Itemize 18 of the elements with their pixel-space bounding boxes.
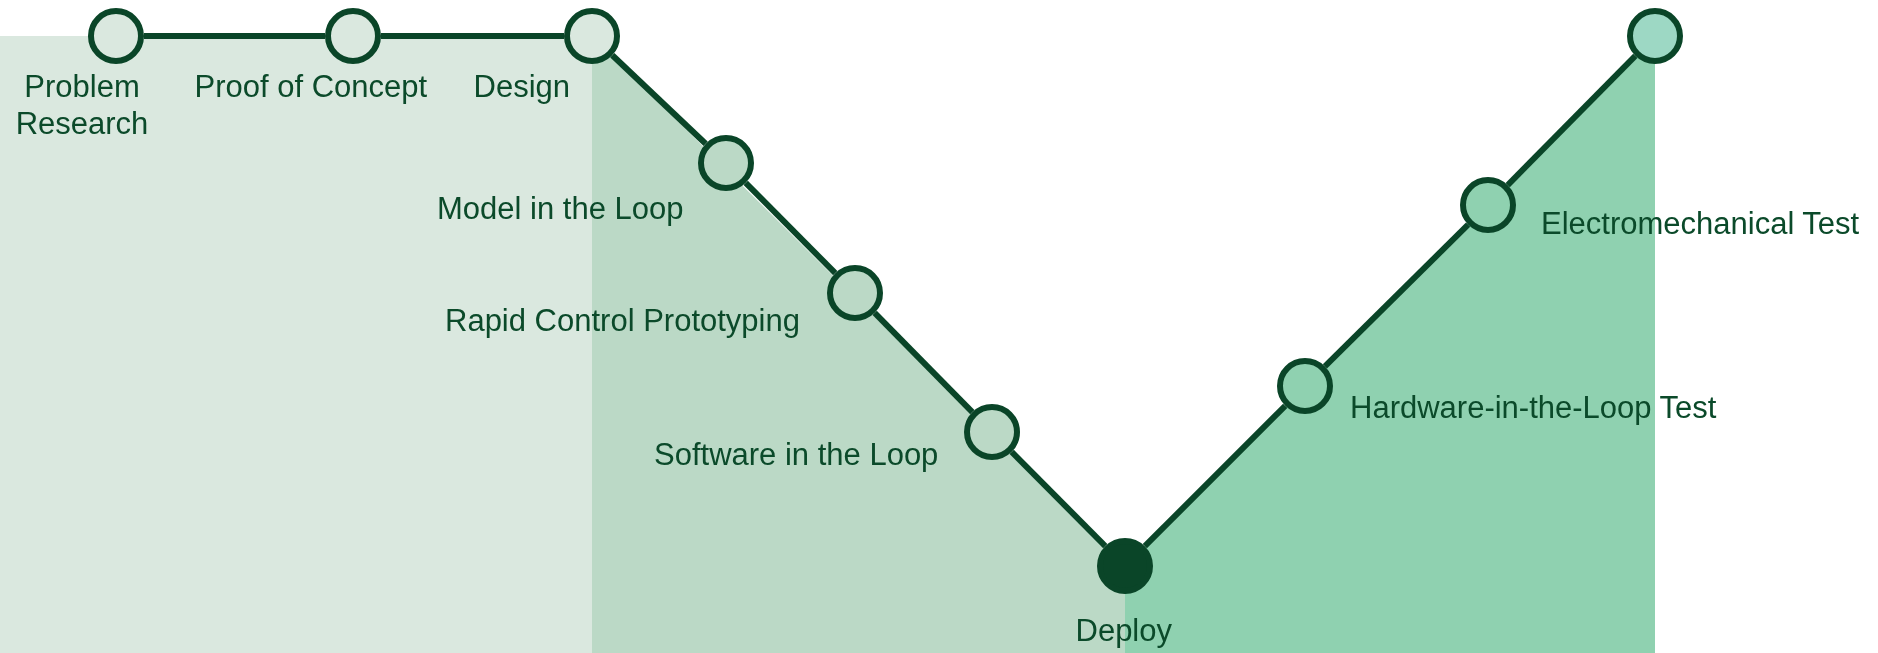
connector-line bbox=[1505, 53, 1638, 188]
milestone-label: Deploy bbox=[1075, 612, 1172, 649]
milestone-label: Electromechanical Test bbox=[1541, 205, 1860, 242]
connector-line bbox=[610, 53, 708, 146]
connector-line bbox=[1322, 222, 1471, 369]
milestone-label: Hardware-in-the-Loop Test bbox=[1350, 389, 1717, 426]
connector-line bbox=[743, 180, 838, 276]
milestone-label: Rapid Control Prototyping bbox=[445, 302, 800, 339]
connector-line bbox=[381, 33, 564, 39]
connector-line bbox=[1009, 449, 1108, 549]
milestone-label: Software in the Loop bbox=[654, 436, 939, 473]
connector-line bbox=[144, 33, 325, 39]
milestone-label: Proof of Concept bbox=[194, 68, 428, 105]
connector-line bbox=[1142, 403, 1288, 549]
milestone-label: Design bbox=[473, 68, 570, 105]
connector-line bbox=[872, 310, 975, 415]
milestone-label: Model in the Loop bbox=[437, 190, 684, 227]
milestone-label: Problem Research bbox=[14, 68, 150, 142]
